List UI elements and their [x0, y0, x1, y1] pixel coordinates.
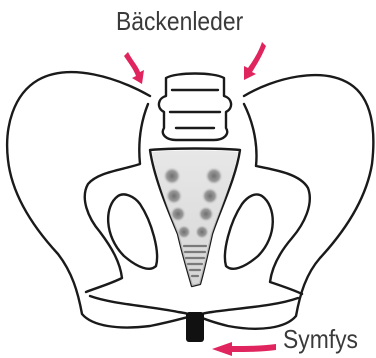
sacroiliac-joints-label: Bäckenleder	[116, 8, 243, 34]
symphysis-label: Symfys	[283, 326, 358, 352]
left-pubic-ramus	[90, 296, 192, 316]
right-pubic-ramus	[198, 298, 298, 316]
right-ilium-inner	[244, 104, 310, 294]
vertebra-detail	[170, 90, 220, 128]
right-obturator	[225, 194, 273, 268]
vertebra-outline	[159, 74, 231, 141]
symphysis-block	[186, 312, 204, 342]
